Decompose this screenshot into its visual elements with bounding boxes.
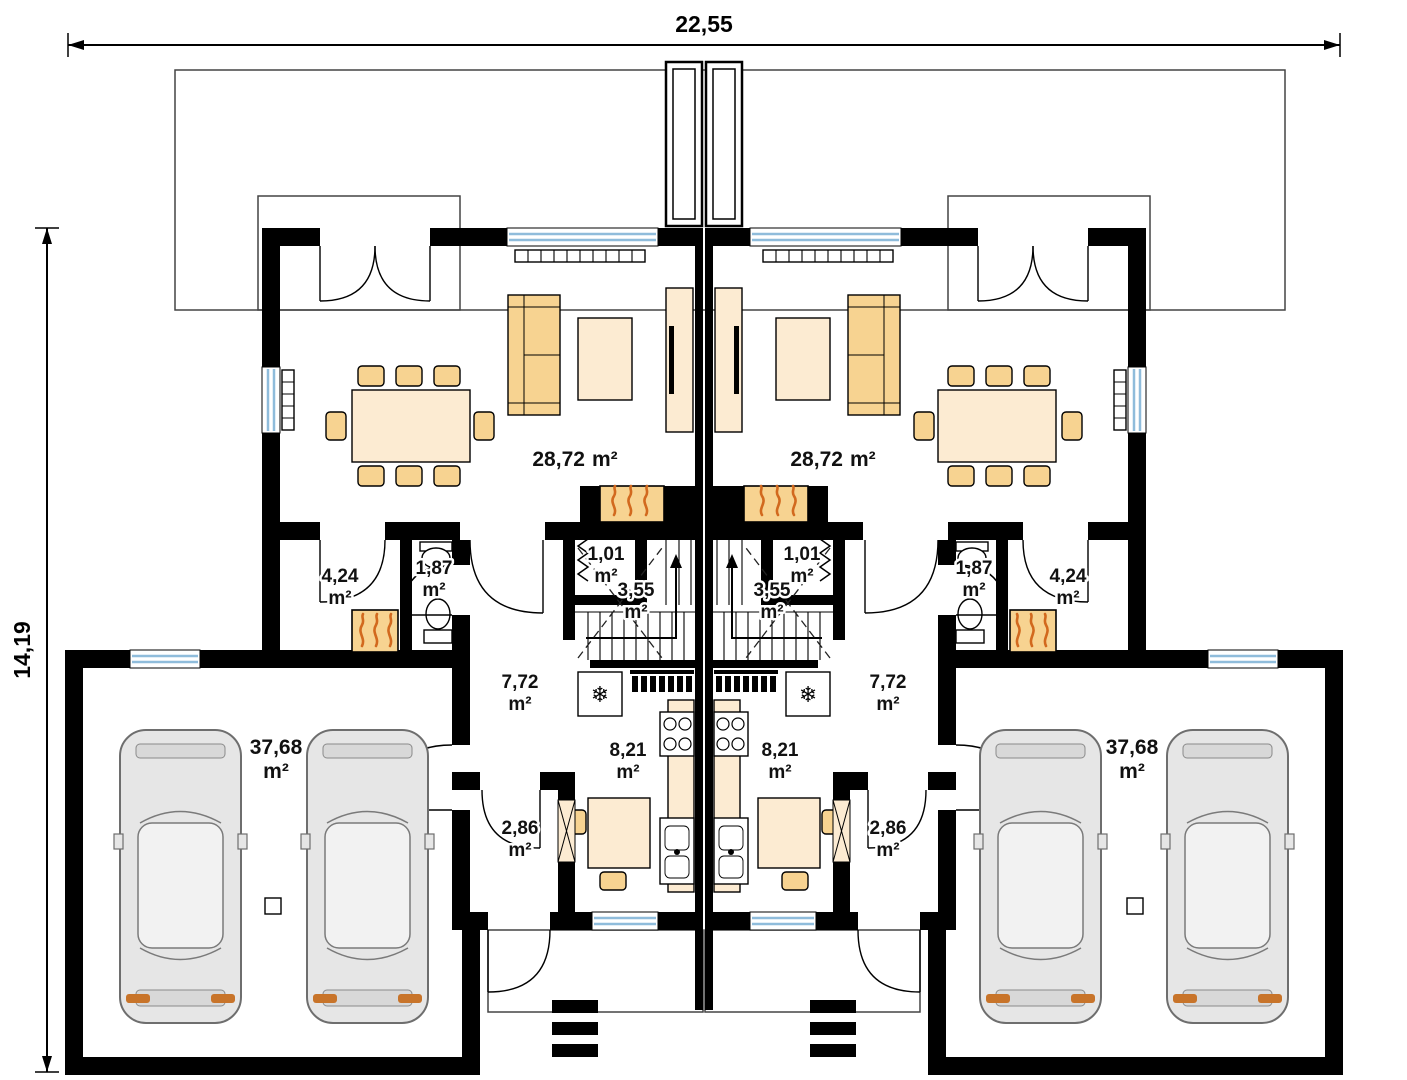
- kitchen-unit-label-left: m²: [616, 762, 639, 783]
- storage-area-label-left: 1,01: [588, 544, 625, 565]
- entry-unit-label-right: m²: [876, 840, 899, 861]
- storage-area-label-right: 1,01: [784, 544, 821, 565]
- stairs-unit-label-left: m²: [624, 602, 647, 623]
- wc-area-label-right: 1,87: [956, 558, 993, 579]
- garage-unit-label-left: m²: [263, 760, 289, 783]
- utility-unit-label-left: m²: [328, 588, 351, 609]
- entry-unit-label-left: m²: [508, 840, 531, 861]
- wc-unit-label-right: m²: [962, 580, 985, 601]
- width-dimension-label: 22,55: [675, 11, 733, 37]
- utility-area-label-right: 4,24: [1050, 566, 1087, 587]
- hall-area-label-left: 7,72: [502, 672, 539, 693]
- entry-area-label-right: 2,86: [870, 818, 907, 839]
- stairs-area-label-left: 3,55: [618, 580, 655, 601]
- kitchen-area-label-right: 8,21: [762, 740, 799, 761]
- wc-area-label-left: 1,87: [416, 558, 453, 579]
- dimension-width: 22,55: [67, 11, 1341, 57]
- utility-area-label-left: 4,24: [322, 566, 359, 587]
- kitchen-unit-label-right: m²: [768, 762, 791, 783]
- height-dimension-label: 14,19: [9, 621, 35, 679]
- kitchen-area-label-left: 8,21: [610, 740, 647, 761]
- entry-area-label-left: 2,86: [502, 818, 539, 839]
- hall-unit-label-right: m²: [876, 694, 899, 715]
- storage-unit-label-left: m²: [594, 566, 617, 587]
- stairs-unit-label-right: m²: [760, 602, 783, 623]
- storage-unit-label-right: m²: [790, 566, 813, 587]
- wc-unit-label-left: m²: [422, 580, 445, 601]
- hall-area-label-right: 7,72: [870, 672, 907, 693]
- utility-unit-label-right: m²: [1056, 588, 1079, 609]
- hall-unit-label-left: m²: [508, 694, 531, 715]
- garage-area-label-right: 37,68: [1106, 736, 1159, 759]
- stairs-area-label-right: 3,55: [754, 580, 791, 601]
- garage-unit-label-right: m²: [1119, 760, 1145, 783]
- garage-area-label-left: 37,68: [250, 736, 303, 759]
- dimension-height: 14,19: [9, 227, 59, 1073]
